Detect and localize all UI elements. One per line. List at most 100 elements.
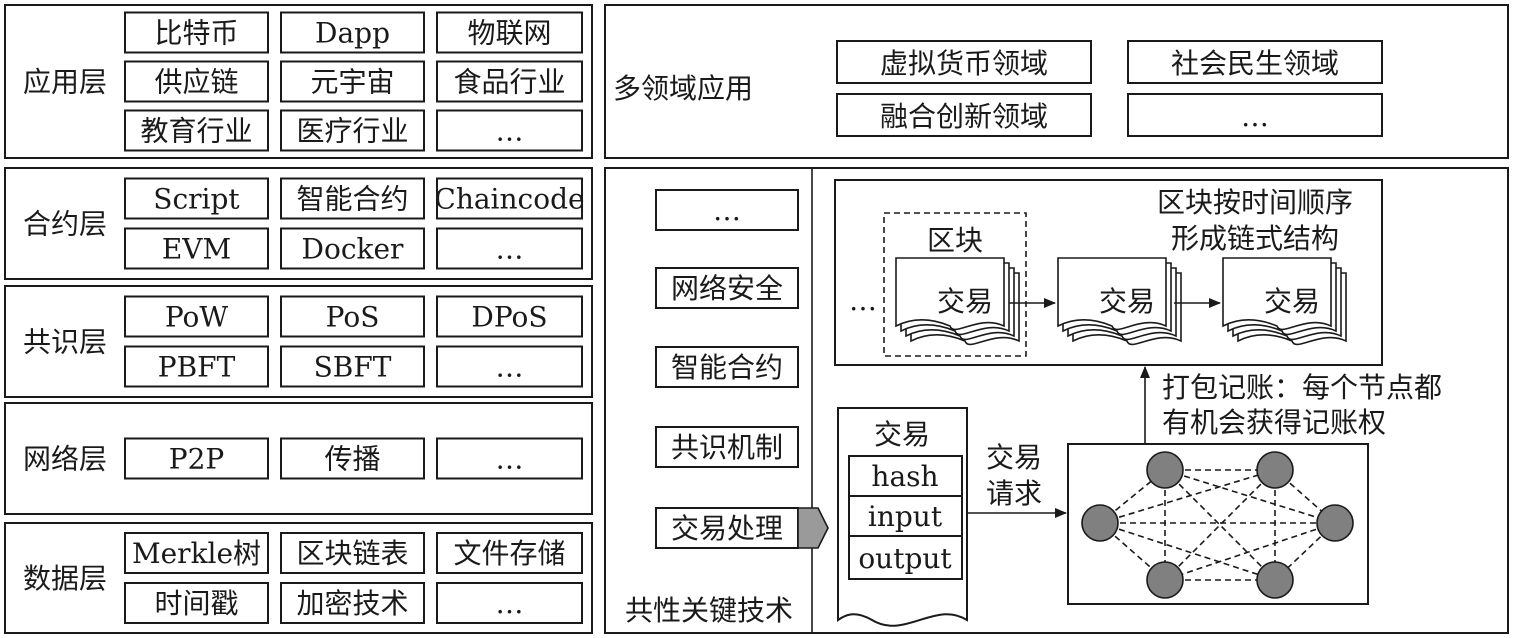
- chain-note-line2: 形成链式结构: [1171, 222, 1339, 255]
- domain-item: …: [1241, 100, 1269, 133]
- tech-item-highlight: 交易处理: [671, 512, 783, 545]
- layer-cell-box: [124, 11, 269, 54]
- layer-cell: Merkle树: [132, 537, 261, 570]
- layer-cell: 传播: [324, 443, 380, 476]
- transaction-field: input: [868, 500, 943, 533]
- layer-cell-box: [124, 345, 269, 388]
- layer-cell-box: [280, 60, 425, 103]
- layer-cell-box: [280, 582, 425, 624]
- layer-cell: 加密技术: [296, 587, 408, 620]
- layer-cell: …: [496, 587, 524, 620]
- transaction-title: 交易: [874, 418, 930, 451]
- layer-name: 网络层: [23, 443, 107, 476]
- layer-cell-box: [280, 295, 425, 338]
- p2p-network: [1067, 443, 1369, 605]
- transaction-label: 交易: [937, 285, 993, 318]
- layer-cell-box: [436, 109, 583, 152]
- layer-cell: 比特币: [154, 17, 238, 50]
- network-edge: [1099, 469, 1276, 524]
- layer-cell: Chaincode: [434, 183, 584, 216]
- domain-item: 虚拟货币领域: [880, 47, 1048, 80]
- transaction-label: 交易: [1099, 285, 1155, 318]
- block-label: 区块: [927, 224, 983, 257]
- layer-cell-box: [124, 295, 269, 338]
- layer-cell: 物联网: [467, 17, 551, 50]
- layer-cell: 元宇宙: [310, 66, 394, 99]
- layer-cell: 时间戳: [154, 587, 238, 620]
- layer-cell: 文件存储: [453, 537, 565, 570]
- tech-item: 网络安全: [671, 272, 783, 305]
- layer-cell: 供应链: [154, 66, 238, 99]
- domain-item: 社会民生领域: [1171, 47, 1339, 80]
- packing-note-line2: 有机会获得记账权: [1162, 406, 1386, 439]
- layer-cell-box: [280, 227, 425, 270]
- layer-cell-box: [436, 227, 583, 270]
- layer-cell-box: [436, 532, 583, 574]
- layer-cell-box: [124, 227, 269, 270]
- domain-item: 融合创新领域: [880, 100, 1048, 133]
- layer-cell: PoS: [326, 301, 380, 334]
- multi-domain-panel: 多领域应用 虚拟货币领域 社会民生领域 融合创新领域 …: [604, 4, 1509, 159]
- request-label-line1: 交易: [986, 441, 1042, 474]
- layer-cell: Docker: [302, 233, 405, 266]
- tech-item: 智能合约: [671, 351, 783, 384]
- layer-cell-box: [280, 109, 425, 152]
- layer-cell: PoW: [165, 301, 229, 334]
- packing-note-line1: 打包记账：每个节点都: [1162, 371, 1442, 404]
- layer-cell: …: [496, 351, 524, 384]
- network-node-icon: [1146, 561, 1184, 599]
- layer-cell: 教育行业: [140, 115, 252, 148]
- multi-domain-title: 多领域应用: [613, 72, 753, 105]
- chain-note-line1: 区块按时间顺序: [1157, 186, 1353, 219]
- block-chain-panel: 区块按时间顺序 形成链式结构 区块 … 交易 交易 交易: [834, 179, 1383, 366]
- layer-cell-box: [436, 60, 583, 103]
- common-tech-title: 共性关键技术: [625, 594, 793, 627]
- layer-cell-box: [436, 582, 583, 624]
- network-edge: [1164, 469, 1276, 581]
- tech-item: …: [713, 194, 741, 227]
- chain-ellipsis: …: [849, 284, 877, 317]
- network-node-icon: [1256, 451, 1294, 489]
- network-edge: [1164, 469, 1276, 581]
- layer-cell: …: [496, 115, 524, 148]
- layer-cell-box: [124, 177, 269, 220]
- layer-cell-box: [280, 437, 425, 480]
- layer-cell: SBFT: [314, 351, 392, 384]
- layer-cell: …: [496, 233, 524, 266]
- transaction-document: 交易 hash input output: [837, 407, 968, 627]
- layer-cell: 智能合约: [296, 183, 408, 216]
- transaction-stack: 交易: [1057, 257, 1182, 346]
- layer-cell-box: [436, 177, 583, 220]
- tech-item: 共识机制: [671, 431, 783, 464]
- layer-cell: Dapp: [315, 17, 390, 50]
- transaction-label: 交易: [1264, 285, 1320, 318]
- layer-cell-box: [280, 345, 425, 388]
- layer-cell-box: [124, 60, 269, 103]
- network-edge: [1099, 522, 1276, 581]
- layer-cell: EVM: [162, 233, 231, 266]
- network-node-icon: [1081, 504, 1119, 542]
- transaction-stack: 交易: [1222, 257, 1347, 346]
- layer-cell: 医疗行业: [296, 115, 408, 148]
- network-node-icon: [1316, 504, 1354, 542]
- layer-cell: 食品行业: [453, 66, 565, 99]
- layer-cell: PBFT: [158, 351, 236, 384]
- layer-cell-box: [280, 11, 425, 54]
- layer-cell-box: [280, 532, 425, 574]
- layer-cell-box: [436, 295, 583, 338]
- layer-cell-box: [436, 11, 583, 54]
- layer-cell-box: [436, 437, 583, 480]
- layer-cell: Script: [153, 183, 240, 216]
- layer-cell: …: [496, 443, 524, 476]
- layer-cell-box: [124, 109, 269, 152]
- layer-cell: DPoS: [471, 301, 547, 334]
- layer-cell-box: [124, 437, 269, 480]
- layer-name: 应用层: [23, 66, 107, 99]
- request-label-line2: 请求: [986, 477, 1042, 510]
- network-node-icon: [1256, 561, 1294, 599]
- network-node-icon: [1146, 451, 1184, 489]
- layer-name: 合约层: [23, 208, 107, 241]
- layer-cell: P2P: [169, 443, 225, 476]
